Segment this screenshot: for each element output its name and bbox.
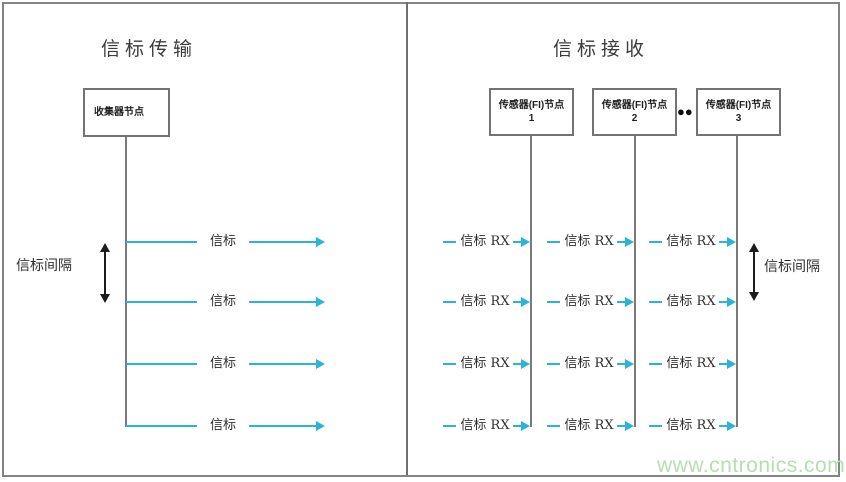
rx-arrow-icon xyxy=(617,237,634,247)
rx-lead-dash xyxy=(443,241,456,243)
rx-lead-dash xyxy=(443,425,456,427)
rx-arrow-icon xyxy=(719,421,736,431)
left-interval-label: 信标间隔 xyxy=(16,258,72,274)
collector-node-box: 收集器节点 xyxy=(83,88,170,137)
rx-label: 信标 RX xyxy=(460,356,510,371)
rx-arrow-icon xyxy=(513,237,530,247)
rx-lead-dash xyxy=(443,363,456,365)
rx-lead-dash xyxy=(547,301,560,303)
sensor-node-number: 3 xyxy=(735,113,742,124)
rx-lead-dash xyxy=(547,363,560,365)
beacon-label: 信标 xyxy=(209,234,236,249)
sensor-node-number: 1 xyxy=(528,113,535,124)
rx-label: 信标 RX xyxy=(564,356,614,371)
interval-double-arrow-icon xyxy=(100,243,110,303)
panel-divider xyxy=(406,2,408,475)
sensor-node-name: 传感器(FI)节点 xyxy=(498,99,565,111)
rx-label: 信标 RX xyxy=(666,356,716,371)
rx-arrow-icon xyxy=(513,421,530,431)
rx-label: 信标 RX xyxy=(564,234,614,249)
rx-label: 信标 RX xyxy=(564,294,614,309)
beacon-arrow-icon xyxy=(249,237,325,247)
beacon-label: 信标 xyxy=(209,418,236,433)
sensor-node-number: 2 xyxy=(631,113,638,124)
rx-lead-dash xyxy=(649,363,662,365)
rx-label: 信标 RX xyxy=(460,294,510,309)
collector-node-label: 收集器节点 xyxy=(94,106,144,118)
rx-arrow-icon xyxy=(513,359,530,369)
sensor-node-name: 传感器(FI)节点 xyxy=(601,99,668,111)
outer-frame xyxy=(2,2,840,477)
sensor-3-timeline xyxy=(736,136,738,427)
rx-arrow-icon xyxy=(617,359,634,369)
sensor-node-box-2: 传感器(FI)节点 2 xyxy=(592,88,677,136)
beacon-arrow-icon xyxy=(249,359,325,369)
rx-arrow-icon xyxy=(719,237,736,247)
sensor-node-box-3: 传感器(FI)节点 3 xyxy=(696,88,781,136)
rx-label: 信标 RX xyxy=(666,234,716,249)
beacon-line xyxy=(126,301,197,303)
beacon-arrow-icon xyxy=(249,297,325,307)
sensor-node-box-1: 传感器(FI)节点 1 xyxy=(489,88,574,136)
beacon-line xyxy=(126,425,197,427)
sensor-node-name: 传感器(FI)节点 xyxy=(705,99,772,111)
beacon-arrow-icon xyxy=(249,421,325,431)
rx-label: 信标 RX xyxy=(460,418,510,433)
rx-label: 信标 RX xyxy=(666,294,716,309)
beacon-line xyxy=(126,363,197,365)
right-panel-title: 信标接收 xyxy=(553,38,650,60)
sensor-1-timeline xyxy=(530,136,532,427)
continuation-dots-icon: ●● xyxy=(677,104,693,119)
rx-lead-dash xyxy=(649,241,662,243)
collector-timeline xyxy=(125,137,127,427)
rx-label: 信标 RX xyxy=(460,234,510,249)
beacon-label: 信标 xyxy=(209,356,236,371)
rx-arrow-icon xyxy=(719,297,736,307)
sensor-2-timeline xyxy=(634,136,636,427)
rx-arrow-icon xyxy=(617,297,634,307)
interval-double-arrow-icon xyxy=(749,243,759,301)
rx-lead-dash xyxy=(547,241,560,243)
rx-lead-dash xyxy=(649,425,662,427)
rx-lead-dash xyxy=(547,425,560,427)
rx-lead-dash xyxy=(443,301,456,303)
watermark-text: www.cntronics.com xyxy=(657,454,846,477)
rx-arrow-icon xyxy=(513,297,530,307)
beacon-label: 信标 xyxy=(209,294,236,309)
rx-lead-dash xyxy=(649,301,662,303)
rx-arrow-icon xyxy=(719,359,736,369)
left-panel-title: 信标传输 xyxy=(101,38,198,60)
rx-label: 信标 RX xyxy=(564,418,614,433)
rx-label: 信标 RX xyxy=(666,418,716,433)
rx-arrow-icon xyxy=(617,421,634,431)
right-interval-label: 信标间隔 xyxy=(764,259,820,275)
beacon-line xyxy=(126,241,197,243)
